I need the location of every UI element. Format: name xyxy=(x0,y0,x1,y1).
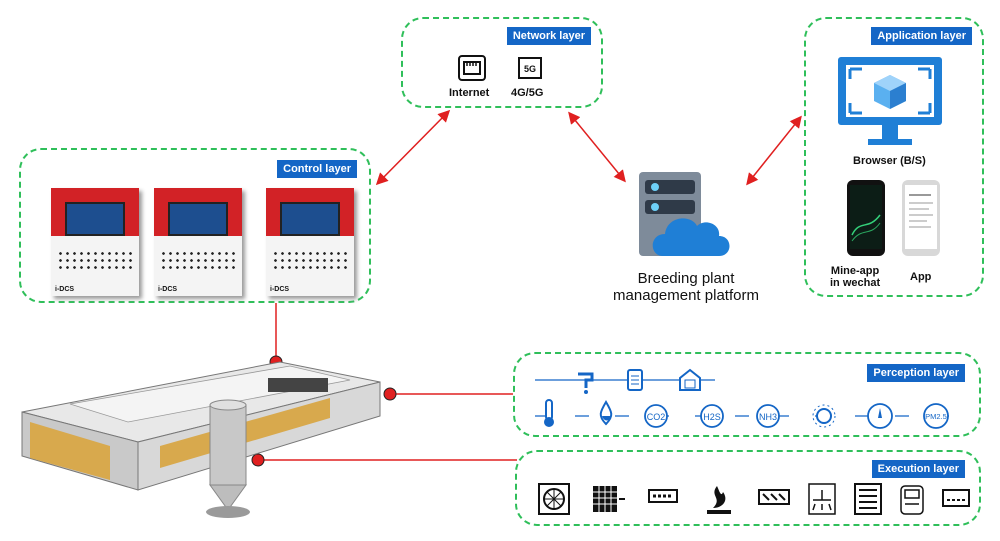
pm25-icon xyxy=(923,403,949,429)
browser-label: Browser (B/S) xyxy=(853,155,926,167)
wechat-app-phone-icon xyxy=(847,180,885,256)
arrow-network-platform xyxy=(568,111,626,183)
meter-icon xyxy=(627,369,643,391)
cloud-server-icon xyxy=(639,172,730,256)
dot-perception xyxy=(383,387,397,401)
svg-text:PM2.5: PM2.5 xyxy=(925,412,947,421)
sprinkler-icon xyxy=(808,483,836,515)
execution-layer-box: Execution layer xyxy=(515,450,981,526)
heater-icon xyxy=(707,486,731,514)
perception-layer-tag: Perception layer xyxy=(867,364,965,382)
svg-text:CO2: CO2 xyxy=(647,412,666,422)
mine-app-label: Mine-app in wechat xyxy=(830,265,881,289)
house-icon xyxy=(679,368,701,391)
feeder-icon xyxy=(900,485,924,515)
controller-panel: i-DCS xyxy=(154,188,242,296)
control-layer-tag: Control layer xyxy=(277,160,357,178)
fan-icon xyxy=(538,483,570,515)
browser-monitor-icon xyxy=(838,57,942,145)
cooling-pad-icon xyxy=(593,486,625,512)
control-layer-box: Control layer i-DCS i-DCS i-DCS xyxy=(19,148,371,303)
application-layer-box: Application layer Browser (B/S) Mine-app… xyxy=(804,17,984,297)
window-icon xyxy=(648,489,678,503)
arrow-control-network xyxy=(375,109,451,186)
thermometer-icon xyxy=(544,399,554,427)
controller-panel: i-DCS xyxy=(51,188,139,296)
perception-layer-box: Perception layer CO2 H2S NH3 PM2.5 xyxy=(513,352,981,437)
humidity-drop-icon xyxy=(599,400,613,426)
co2-icon xyxy=(644,404,668,428)
svg-text:5G: 5G xyxy=(524,64,536,74)
arrow-platform-application xyxy=(746,115,802,186)
execution-layer-tag: Execution layer xyxy=(871,460,965,478)
internet-label: Internet xyxy=(449,87,490,99)
curtain-icon xyxy=(854,483,882,515)
dot-execution xyxy=(251,453,265,467)
svg-text:H2S: H2S xyxy=(703,412,721,422)
inlet-icon xyxy=(758,489,790,505)
light-bar-icon xyxy=(942,489,970,507)
perception-icons: CO2 H2S NH3 PM2.5 xyxy=(535,368,950,429)
network-layer-box: Network layer Internet 5G 4G/5G xyxy=(401,17,603,108)
light-icon xyxy=(812,404,836,428)
mobile-network-label: 4G/5G xyxy=(511,87,544,99)
app-phone-icon xyxy=(902,180,940,256)
ethernet-port-icon xyxy=(458,55,486,81)
nh3-icon xyxy=(756,404,780,428)
execution-icons xyxy=(538,483,970,515)
poultry-house-illustration xyxy=(21,361,381,518)
platform-title: Breeding plant management platform xyxy=(613,270,759,304)
controller-panel: i-DCS xyxy=(266,188,354,296)
pressure-gauge-icon xyxy=(867,403,893,429)
application-layer-tag: Application layer xyxy=(871,27,972,45)
h2s-icon xyxy=(700,404,724,428)
svg-text:NH3: NH3 xyxy=(759,412,777,422)
network-layer-tag: Network layer xyxy=(506,27,591,45)
5g-chip-icon: 5G xyxy=(518,57,542,79)
water-tap-icon xyxy=(578,372,594,394)
app-label: App xyxy=(910,271,932,283)
